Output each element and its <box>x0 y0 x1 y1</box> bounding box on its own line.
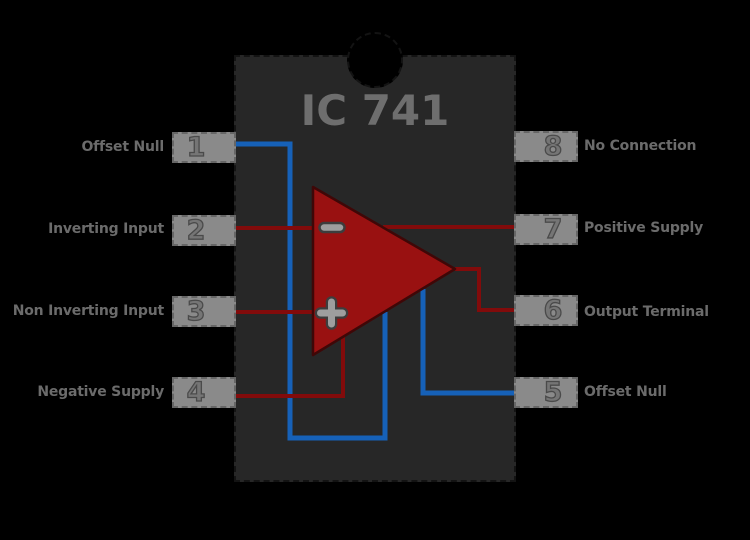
pin-2-number: 2 <box>186 215 206 246</box>
pin-4-number: 4 <box>186 377 206 408</box>
pin-7-label: Positive Supply <box>584 220 704 236</box>
pin-2: 2 <box>172 215 236 246</box>
pin-8: 8 <box>514 131 578 162</box>
pin-3: 3 <box>172 296 236 327</box>
wire-pin4-negative-supply <box>236 335 345 398</box>
pin-6-number: 6 <box>543 295 563 326</box>
pin-1-number: 1 <box>186 132 206 163</box>
wire-pin5-offset-null <box>420 289 514 396</box>
pin-4-label: Negative Supply <box>37 384 164 400</box>
wire-pin1-offset-null <box>236 141 388 441</box>
pin-1-label: Offset Null <box>81 139 164 155</box>
pin-8-number: 8 <box>543 131 563 162</box>
pin-7: 7 <box>514 214 578 245</box>
pin-8-label: No Connection <box>584 138 697 154</box>
plus-icon <box>317 298 346 328</box>
pin-4: 4 <box>172 377 236 408</box>
opamp-triangle-icon <box>311 185 457 357</box>
pin-3-label: Non Inverting Input <box>12 303 164 319</box>
pin-5-label: Offset Null <box>584 384 667 400</box>
pin-2-label: Inverting Input <box>48 221 164 237</box>
wire-pin6-output-terminal <box>455 267 514 312</box>
pin-5-number: 5 <box>543 377 563 408</box>
pin-1: 1 <box>172 132 236 163</box>
pin-6: 6 <box>514 295 578 326</box>
pin-7-number: 7 <box>543 214 563 245</box>
chip-title: IC 741 <box>300 86 450 135</box>
chip-notch-icon <box>347 32 403 88</box>
pin-5: 5 <box>514 377 578 408</box>
pin-6-label: Output Terminal <box>584 304 709 320</box>
pin-3-number: 3 <box>186 296 206 327</box>
